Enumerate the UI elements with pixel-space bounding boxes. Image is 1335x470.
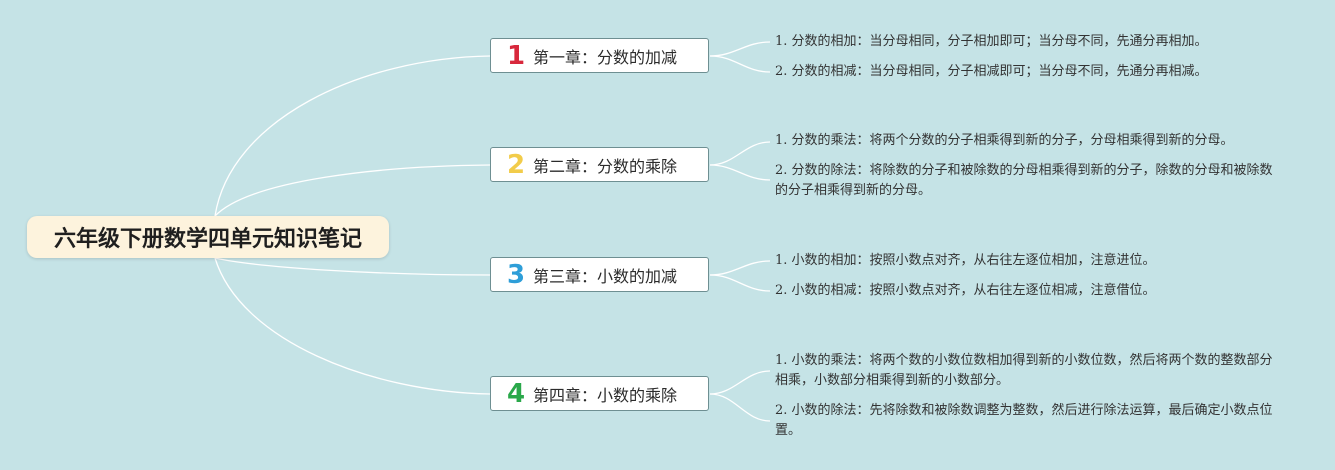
chapter-node-4[interactable]: 4 第四章：小数的乘除	[490, 376, 709, 411]
link-ch3-a	[709, 260, 771, 276]
chapter-node-2[interactable]: 2 第二章：分数的乘除	[490, 147, 709, 182]
leaf-note-3-2[interactable]: 2. 小数的相减：按照小数点对齐，从右往左逐位相减，注意借位。	[775, 283, 1156, 298]
link-ch3-b	[709, 274, 771, 292]
chapter-node-1[interactable]: 1 第一章：分数的加减	[490, 38, 709, 73]
link-ch2-a	[709, 141, 771, 166]
leaf-note-1-2[interactable]: 2. 分数的相减：当分母相同，分子相减即可；当分母不同，先通分再相减。	[775, 64, 1208, 79]
chapter-node-3[interactable]: 3 第三章：小数的加减	[490, 257, 709, 292]
link-ch1-a	[709, 41, 771, 57]
root-title: 六年级下册数学四单元知识笔记	[53, 227, 362, 252]
link-root-ch4	[214, 257, 491, 395]
root-node[interactable]: 六年级下册数学四单元知识笔记	[27, 216, 389, 258]
link-ch1-b	[709, 55, 771, 73]
leaf-note-2-1[interactable]: 1. 分数的乘法：将两个分数的分子相乘得到新的分子，分母相乘得到新的分母。	[775, 133, 1234, 148]
number-4-icon: 4	[506, 378, 526, 409]
chapter-title: 第四章：小数的乘除	[533, 385, 678, 405]
link-root-ch3	[214, 257, 491, 276]
number-1-icon: 1	[506, 40, 526, 71]
link-root-ch1	[214, 55, 491, 217]
number-2-icon: 2	[506, 149, 526, 180]
chapter-title: 第一章：分数的加减	[533, 47, 678, 67]
leaf-note-1-1[interactable]: 1. 分数的相加：当分母相同，分子相加即可；当分母不同，先通分再相加。	[775, 34, 1208, 49]
number-3-icon: 3	[506, 259, 526, 290]
link-root-ch2	[214, 164, 491, 217]
chapter-title: 第二章：分数的乘除	[533, 156, 678, 176]
leaf-note-3-1[interactable]: 1. 小数的相加：按照小数点对齐，从右往左逐位相加，注意进位。	[775, 253, 1156, 268]
link-ch2-b	[709, 164, 771, 181]
leaf-note-4-1[interactable]: 1. 小数的乘法：将两个数的小数位数相加得到新的小数位数，然后将两个数的整数部分…	[775, 353, 1273, 388]
chapter-title: 第三章：小数的加减	[533, 266, 678, 286]
leaf-note-4-2[interactable]: 2. 小数的除法：先将除数和被除数调整为整数，然后进行除法运算，最后确定小数点位…	[775, 403, 1273, 438]
link-ch4-b	[709, 393, 771, 422]
link-ch4-a	[709, 370, 771, 395]
leaf-note-2-2[interactable]: 2. 分数的除法：将除数的分子和被除数的分母相乘得到新的分子，除数的分母和被除数…	[775, 163, 1273, 198]
